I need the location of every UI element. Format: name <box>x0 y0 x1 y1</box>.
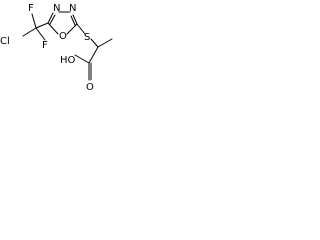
atom-label-sulfur: S <box>84 32 90 43</box>
atom-label-oxygen-ring: O <box>59 31 67 42</box>
bond-ring-c2-o1 <box>66 23 78 35</box>
bond-cf2cl-ring <box>35 22 49 29</box>
bond-c-f-upper <box>31 13 37 29</box>
bond-ring-n3-c2-double <box>70 15 76 26</box>
bond-s-ch <box>90 38 99 48</box>
atom-labels: Cl F F O N N S HO O <box>0 3 94 91</box>
bond-ring-c5-n4-double <box>49 14 56 25</box>
molecule-bonds <box>22 11 113 81</box>
atom-label-hydroxyl: HO <box>60 55 76 66</box>
bond-ring-s <box>76 23 86 35</box>
atom-label-chlorine: Cl <box>0 36 10 47</box>
bond-c-f-lower <box>35 27 46 41</box>
atom-label-nitrogen-right: N <box>69 3 76 14</box>
molecule-drawing: Cl F F O N N S HO O <box>0 3 113 91</box>
bond-c-oh <box>74 54 90 64</box>
molecule-structure: Cl F F O N N S HO O <box>0 0 126 91</box>
atom-label-carbonyl-oxygen: O <box>86 82 94 91</box>
atom-label-fluorine-upper: F <box>28 3 34 14</box>
bond-ring-n3-c2 <box>72 14 78 25</box>
bond-ch-cooh <box>88 46 99 64</box>
bond-ring-c5-n4 <box>47 12 54 24</box>
bond-c-cl <box>22 27 37 37</box>
bond-ring-o1-c5 <box>47 22 59 35</box>
bond-ch-ch3 <box>97 38 113 48</box>
atom-label-fluorine-lower: F <box>42 40 48 51</box>
atom-label-nitrogen-left: N <box>53 3 60 14</box>
